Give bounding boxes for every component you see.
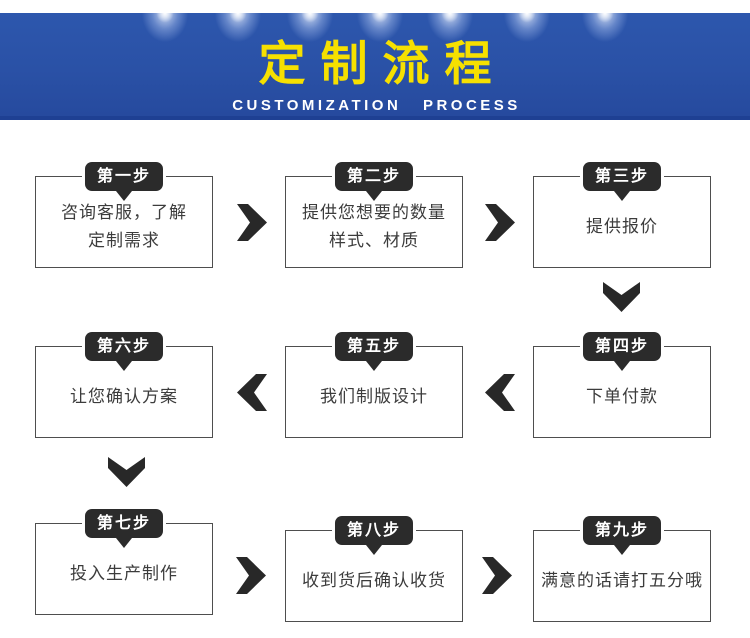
step-box-2: 第二步 提供您想要的数量 样式、材质 — [285, 162, 463, 268]
step-text-line: 提供报价 — [586, 216, 658, 236]
step-text-8: 收到货后确认收货 — [302, 567, 446, 595]
arrow-down-icon — [603, 282, 640, 312]
arrow-left-icon — [485, 374, 515, 411]
spotlight-icon — [574, 13, 636, 57]
step-badge-8: 第八步 — [334, 516, 414, 545]
step-text-line: 让您确认方案 — [70, 386, 178, 406]
step-box-4: 第四步 下单付款 — [533, 332, 711, 438]
step-box-1: 第一步 咨询客服，了解 定制需求 — [35, 162, 213, 268]
step-text-line: 投入生产制作 — [70, 563, 178, 583]
step-text-7: 投入生产制作 — [70, 560, 178, 588]
arrow-right-icon — [237, 204, 267, 241]
arrow-right-icon — [236, 557, 266, 594]
step-badge-3: 第三步 — [582, 162, 662, 191]
step-badge-5: 第五步 — [334, 332, 414, 361]
step-badge-1: 第一步 — [84, 162, 164, 191]
step-box-5: 第五步 我们制版设计 — [285, 332, 463, 438]
step-text-9: 满意的话请打五分哦 — [541, 567, 703, 595]
arrow-left-icon — [237, 374, 267, 411]
step-box-8: 第八步 收到货后确认收货 — [285, 516, 463, 622]
step-box-7: 第七步 投入生产制作 — [35, 509, 213, 615]
step-text-line: 定制需求 — [88, 231, 160, 250]
step-text-line: 咨询客服，了解 — [61, 202, 187, 222]
arrow-right-icon — [485, 204, 515, 241]
step-text-line: 满意的话请打五分哦 — [541, 570, 703, 590]
arrow-right-icon — [482, 557, 512, 594]
page-subtitle: CUSTOMIZATION PROCESS — [232, 96, 521, 114]
step-box-9: 第九步 满意的话请打五分哦 — [533, 516, 711, 622]
step-text-3: 提供报价 — [586, 213, 658, 241]
step-text-1: 咨询客服，了解 定制需求 — [61, 199, 187, 255]
step-badge-2: 第二步 — [334, 162, 414, 191]
arrow-down-icon — [108, 457, 145, 487]
step-box-6: 第六步 让您确认方案 — [35, 332, 213, 438]
step-text-line: 提供您想要的数量 — [302, 202, 446, 222]
page-title: 定制流程 — [258, 37, 507, 90]
step-text-6: 让您确认方案 — [70, 383, 178, 411]
step-text-4: 下单付款 — [586, 383, 658, 411]
step-badge-9: 第九步 — [582, 516, 662, 545]
step-badge-6: 第六步 — [84, 332, 164, 361]
step-text-line: 收到货后确认收货 — [302, 570, 446, 590]
step-text-line: 样式、材质 — [329, 231, 419, 250]
step-text-line: 下单付款 — [586, 386, 658, 406]
step-text-2: 提供您想要的数量 样式、材质 — [302, 199, 446, 255]
spotlight-icon — [134, 13, 196, 57]
step-box-3: 第三步 提供报价 — [533, 162, 711, 268]
step-badge-4: 第四步 — [582, 332, 662, 361]
step-text-5: 我们制版设计 — [320, 383, 428, 411]
banner: 定制流程 CUSTOMIZATION PROCESS — [0, 13, 750, 120]
step-text-line: 我们制版设计 — [320, 386, 428, 406]
step-badge-7: 第七步 — [84, 509, 164, 538]
